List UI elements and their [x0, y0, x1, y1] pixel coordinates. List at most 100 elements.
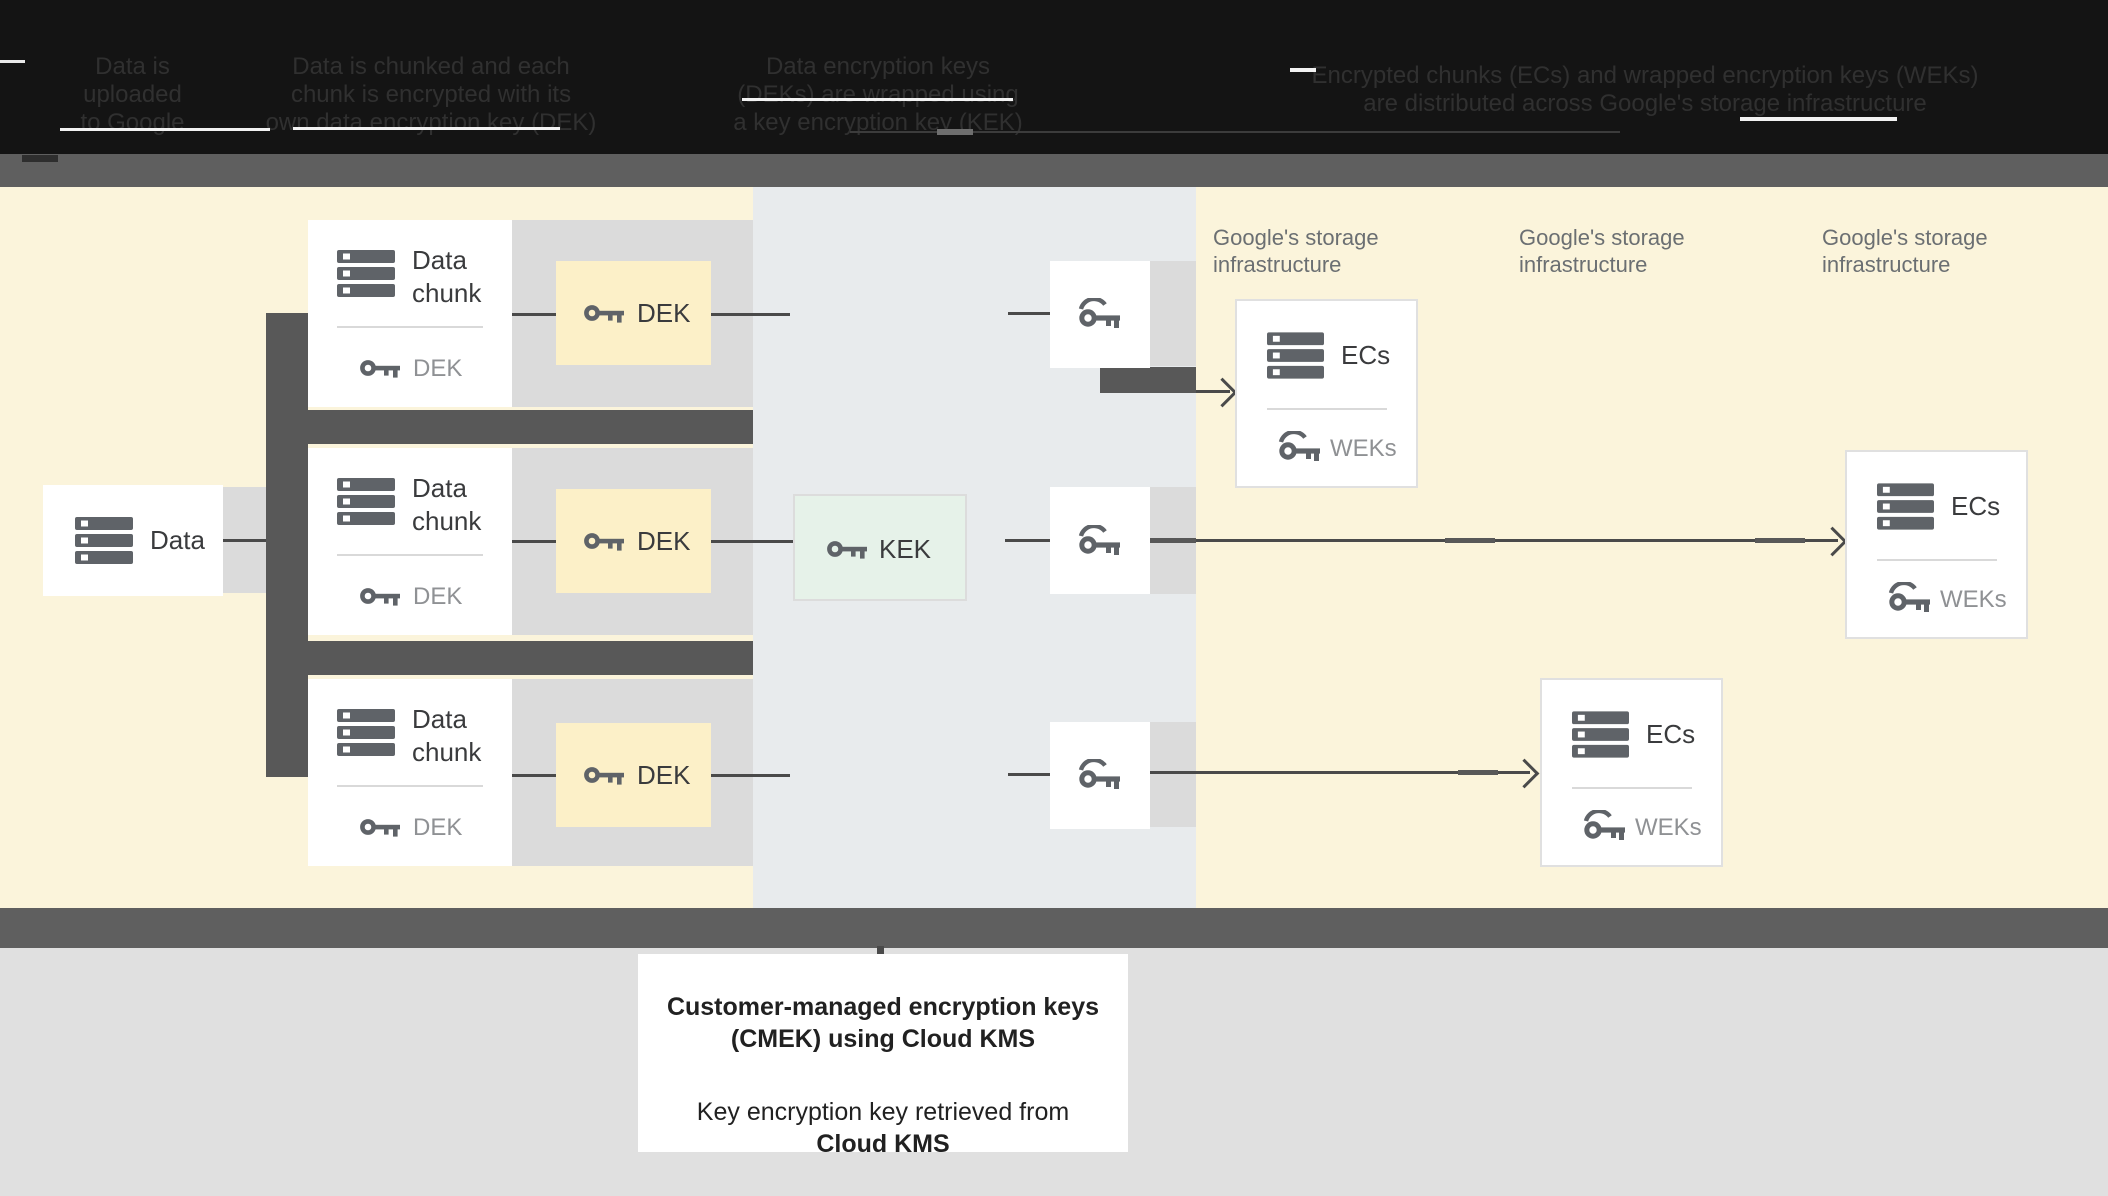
dek-box-label: DEK	[637, 298, 691, 328]
ecs-label: ECs	[1646, 719, 1696, 749]
fanout-trunk	[266, 313, 308, 777]
wrap-key-box-3	[1050, 722, 1150, 829]
caption-title-line1: Customer-managed encryption keys	[666, 993, 1100, 1021]
header-band: Data is uploaded to Google Data is chunk…	[0, 0, 2108, 154]
header-step-4-line-2: are distributed across Google's storage …	[1363, 90, 1927, 117]
chunk-label-line2: chunk	[412, 737, 482, 767]
chunk-dek-label: DEK	[413, 355, 463, 382]
header-artifact-dash	[60, 128, 270, 131]
storage-label-line2: infrastructure	[1213, 252, 1342, 277]
header-step-1: Data is uploaded to Google	[50, 53, 215, 137]
data-box: Data	[43, 485, 223, 596]
dek-key-icon	[584, 531, 624, 551]
connector-into-key1	[1008, 312, 1050, 315]
header-artifact-line	[850, 131, 1620, 133]
arrow-line-ecs1	[1196, 390, 1230, 393]
dek-key-icon	[584, 765, 624, 785]
connector-chunk3-dek3	[512, 774, 556, 777]
chunk-divider	[337, 785, 483, 787]
caption-body-line1: Key encryption key retrieved from	[696, 1098, 1070, 1126]
storage-label-line1: Google's storage	[1822, 225, 1988, 250]
connector-dek1-out	[711, 313, 790, 316]
data-chunk-stack-icon	[337, 250, 395, 297]
arrow-thick-seg	[1458, 770, 1498, 775]
weks-key-icon	[1278, 429, 1322, 461]
connector-dek2-kek	[711, 540, 793, 543]
connector-dek3-out	[711, 774, 790, 777]
chunk-divider	[337, 554, 483, 556]
chunk-label-line1: Data	[412, 473, 467, 503]
header-step-3-line-2: (DEKs) are wrapped using	[737, 81, 1019, 108]
arrow-line-ecs2	[1150, 771, 1530, 774]
header-step-2-line-2: chunk is encrypted with its	[290, 81, 572, 108]
storage-label-2: Google's storage infrastructure	[1519, 224, 1685, 278]
key3-band	[1150, 722, 1196, 827]
header-artifact-dash	[742, 98, 1013, 101]
caption-box: Customer-managed encryption keys (CMEK) …	[638, 954, 1128, 1158]
ecs-label: ECs	[1951, 491, 2001, 521]
ecs-divider	[1572, 787, 1692, 789]
chunk-dek-label: DEK	[413, 814, 463, 841]
header-step-1-line-3: to Google	[80, 109, 185, 136]
elbow-key1-ecs1	[1100, 367, 1196, 393]
chunk-label-line2: chunk	[412, 278, 482, 308]
header-artifact-dash	[1740, 117, 1897, 121]
dek-key-icon	[360, 358, 400, 378]
connector-chunk2-dek2	[512, 540, 556, 543]
data-stack-icon	[75, 517, 133, 564]
header-step-4: Encrypted chunks (ECs) and wrapped encry…	[1300, 62, 1990, 118]
caption-title-line2: (CMEK) using Cloud KMS	[730, 1025, 1036, 1053]
caption-tick	[877, 946, 884, 956]
weks-key-icon	[1583, 808, 1627, 840]
storage-label-1: Google's storage infrastructure	[1213, 224, 1379, 278]
connector-into-key3	[1008, 773, 1050, 776]
weks-label: WEKs	[1635, 814, 1702, 841]
arrow-thick-seg	[1445, 538, 1495, 543]
weks-label: WEKs	[1940, 586, 2007, 613]
header-step-1-line-2: uploaded	[83, 81, 182, 108]
data-chunk-stack-icon	[337, 478, 395, 525]
dek-box-label: DEK	[637, 526, 691, 556]
dek-key-icon	[360, 586, 400, 606]
header-step-2: Data is chunked and each chunk is encryp…	[256, 53, 606, 137]
connector-chunk1-dek1	[512, 313, 556, 316]
wrap-key-box-1	[1050, 261, 1150, 368]
kek-box: KEK	[793, 494, 967, 601]
storage-label-line1: Google's storage	[1519, 225, 1685, 250]
top-section-bar	[0, 154, 2108, 187]
storage-label-line2: infrastructure	[1519, 252, 1648, 277]
bottom-section-bar	[0, 908, 2108, 948]
ecs-box-1: ECs WEKs	[1235, 299, 1418, 488]
connector-kek-key2	[1005, 539, 1050, 542]
header-step-3-line-1: Data encryption keys	[765, 53, 991, 80]
ecs-box-3: ECs WEKs	[1845, 450, 2028, 639]
dek-key-icon	[584, 303, 624, 323]
chunk-label-line1: Data	[412, 245, 467, 275]
header-artifact-dash	[937, 129, 973, 135]
header-step-4-line-1: Encrypted chunks (ECs) and wrapped encry…	[1311, 62, 1979, 89]
key1-band	[1150, 261, 1196, 366]
chunk-label-line1: Data	[412, 704, 467, 734]
header-artifact-dash	[293, 127, 560, 130]
kek-box-label: KEK	[879, 534, 932, 564]
chunk-label-line2: chunk	[412, 506, 482, 536]
row-pipe-2	[266, 641, 753, 675]
ecs-stack-icon	[1877, 483, 1934, 530]
dek-box-label: DEK	[637, 760, 691, 790]
bar-artifact-dash	[22, 155, 58, 162]
chunk-dek-label: DEK	[413, 583, 463, 610]
ecs-stack-icon	[1267, 332, 1324, 379]
wrap-key-box-2	[1050, 487, 1150, 594]
chunk-divider	[337, 326, 483, 328]
header-artifact-dash	[0, 60, 25, 63]
row-pipe-1	[266, 410, 753, 444]
ecs-box-2: ECs WEKs	[1540, 678, 1723, 867]
header-step-1-line-1: Data is	[95, 53, 170, 80]
wrapping-key-icon	[1078, 296, 1122, 328]
connector-data-trunk	[223, 539, 266, 542]
kek-key-icon	[827, 539, 867, 559]
wrapping-key-icon	[1078, 757, 1122, 789]
